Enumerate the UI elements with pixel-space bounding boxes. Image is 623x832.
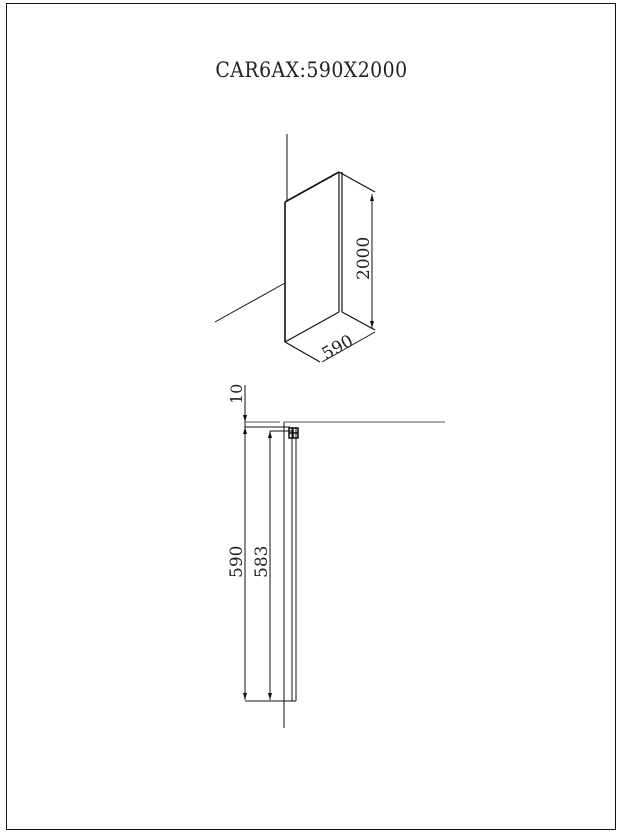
iso-width-dimension: 590 xyxy=(319,331,357,364)
drawing-title: CAR6AX:590X2000 xyxy=(215,58,408,82)
iso-height-dimension: 2000 xyxy=(354,237,374,280)
isometric-view xyxy=(214,134,376,363)
plan-view xyxy=(243,385,445,728)
plan-offset-dimension: 10 xyxy=(227,384,246,404)
drawing-border xyxy=(6,3,616,830)
plan-inner-dimension: 583 xyxy=(252,546,272,578)
plan-total-dimension: 590 xyxy=(227,546,247,578)
